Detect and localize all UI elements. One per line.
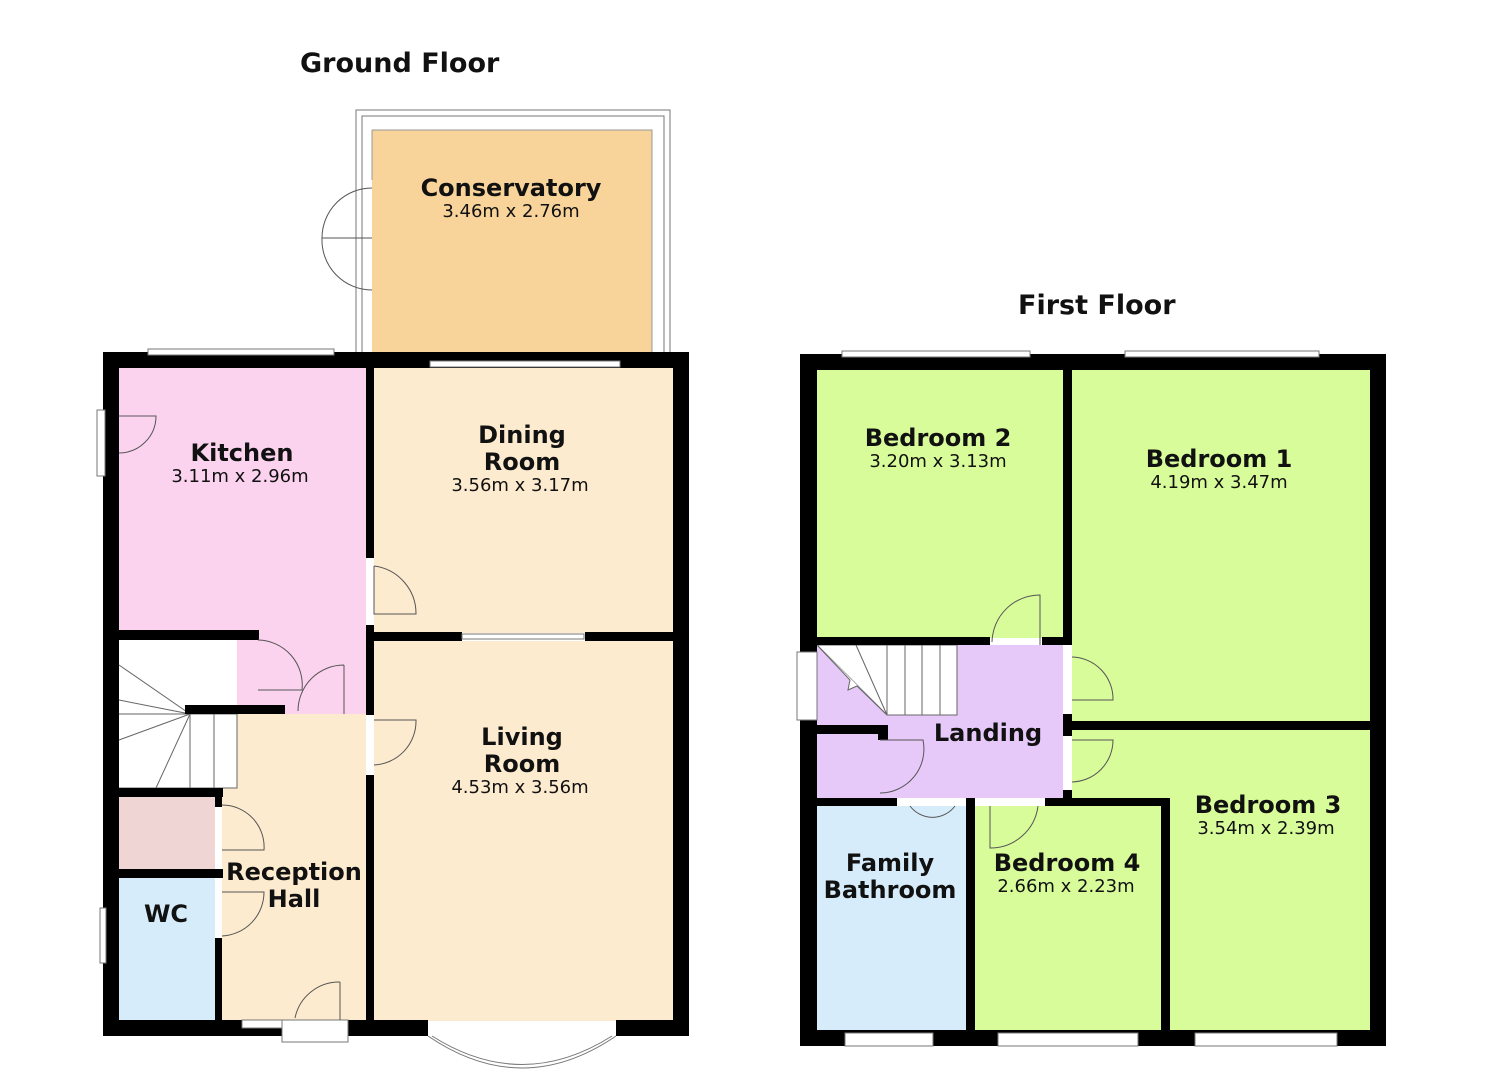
room-wc <box>119 878 215 1021</box>
room-living <box>374 641 673 1021</box>
dining-name-line2: Room <box>484 448 560 476</box>
room-bedroom-1 <box>1072 370 1370 722</box>
room-cupboard <box>119 797 215 869</box>
stairs-icon <box>118 664 238 789</box>
conservatory-dims: 3.46m x 2.76m <box>442 201 579 222</box>
bedroom-2-dims: 3.20m x 3.13m <box>869 451 1006 472</box>
first-floor-title: First Floor <box>1018 290 1176 321</box>
bedroom-1-dims: 4.19m x 3.47m <box>1150 472 1287 493</box>
room-bedroom-4 <box>975 806 1162 1030</box>
door-swings-icon <box>118 415 417 1020</box>
conservatory-french-door-icon <box>321 187 373 291</box>
bedroom-3-name: Bedroom 3 <box>1195 791 1342 819</box>
bathroom-name-line1: Family <box>846 849 935 877</box>
first-floor: First Floor <box>796 290 1386 1047</box>
bedroom-3-dims: 3.54m x 2.39m <box>1197 818 1334 839</box>
reception-name-line1: Reception <box>226 858 362 886</box>
living-name-line2: Room <box>484 750 560 778</box>
bay-window-icon <box>427 1035 617 1069</box>
bedroom-2-name: Bedroom 2 <box>865 424 1012 452</box>
dining-name-line1: Dining <box>478 421 566 449</box>
room-bedroom-2 <box>817 370 1063 638</box>
door-swings-icon <box>879 594 1114 849</box>
room-reception-hall <box>222 714 366 1021</box>
bedroom-4-dims: 2.66m x 2.23m <box>997 876 1134 897</box>
room-conservatory <box>372 130 652 354</box>
dining-dims: 3.56m x 3.17m <box>451 475 588 496</box>
kitchen-dims: 3.11m x 2.96m <box>171 466 308 487</box>
ground-floor-title: Ground Floor <box>300 48 500 79</box>
bedroom-4-name: Bedroom 4 <box>994 849 1141 877</box>
kitchen-name: Kitchen <box>191 439 294 467</box>
ground-floor: Ground Floor <box>96 48 689 1069</box>
reception-name-line2: Hall <box>268 885 321 913</box>
landing-name: Landing <box>934 719 1042 747</box>
conservatory-name: Conservatory <box>421 174 602 202</box>
living-name-line1: Living <box>481 723 563 751</box>
living-dims: 4.53m x 3.56m <box>451 777 588 798</box>
room-dining <box>374 368 673 633</box>
bathroom-name-line2: Bathroom <box>824 876 957 904</box>
wc-name: WC <box>144 900 188 928</box>
bedroom-1-name: Bedroom 1 <box>1146 445 1293 473</box>
room-family-bathroom <box>817 806 967 1030</box>
